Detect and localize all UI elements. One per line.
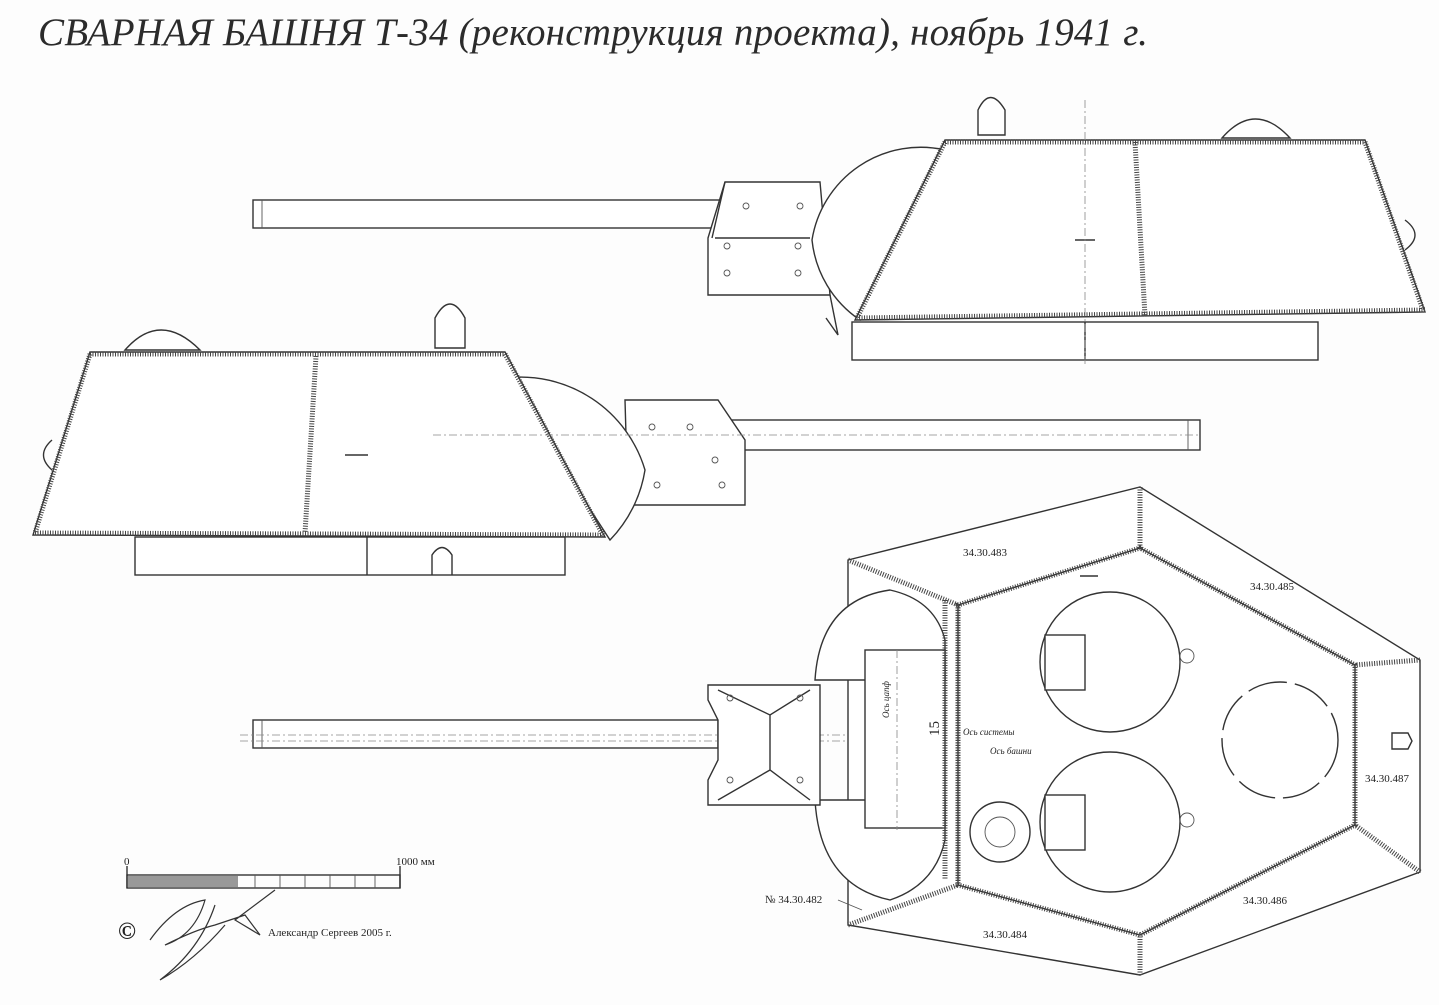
scale-bar: 0 1000 мм [124,856,435,889]
part-label: 34.30.484 [983,929,1028,941]
axis-label-system: Ось системы [963,727,1014,737]
author-credit: Александр Сергеев 2005 г. [268,927,392,939]
copyright-symbol: © [118,919,136,945]
axis-label-trunnion: Ось цапф [881,681,891,718]
scale-end: 1000 мм [396,856,435,868]
scale-start: 0 [124,856,130,868]
part-label: 34.30.485 [1250,581,1295,593]
part-label: № 34.30.482 [765,894,822,906]
drawing-title: СВАРНАЯ БАШНЯ Т-34 (реконструкция проект… [38,11,1149,54]
part-label: 34.30.483 [963,547,1008,559]
side-view-left [32,303,1201,576]
signature [149,889,276,981]
part-label: 34.30.486 [1243,895,1288,907]
part-label: 34.30.487 [1365,773,1410,785]
top-view: 34.30.483 34.30.485 34.30.487 34.30.486 … [240,486,1422,976]
side-view-right [252,96,1426,365]
axis-label-turret: Ось башни [990,746,1032,756]
credit: © Александр Сергеев 2005 г. [118,889,392,981]
offset-dimension: 15 [927,721,943,736]
